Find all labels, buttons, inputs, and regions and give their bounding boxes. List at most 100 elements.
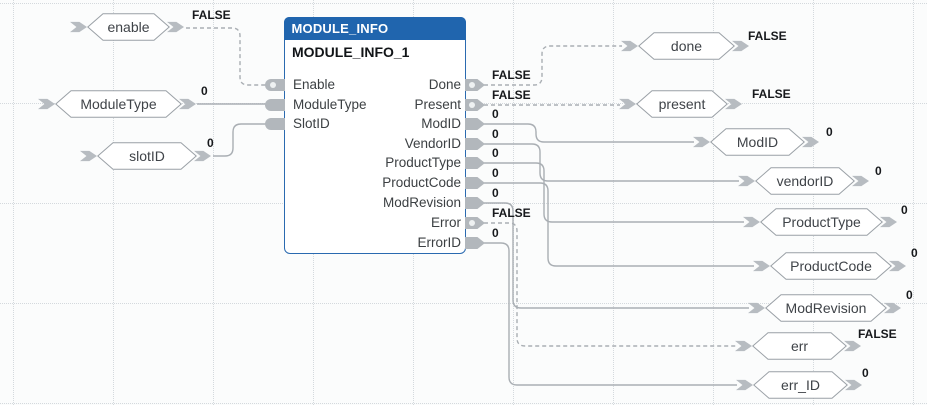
- block-output-label-Present: Present: [414, 97, 461, 112]
- block-output-label-ProductCode: ProductCode: [382, 175, 461, 190]
- tag-connector-icon: [845, 379, 862, 391]
- grid-line: [113, 0, 114, 405]
- tag-connector-icon: [852, 175, 869, 187]
- bool-pin-dot-icon: [469, 102, 475, 108]
- tag-value-modid: 0: [826, 125, 833, 139]
- bool-pin-dot-icon: [469, 82, 475, 88]
- variable-tag-done[interactable]: done: [621, 32, 755, 60]
- wire-Done-to-done[interactable]: [484, 45, 622, 86]
- variable-tag-err[interactable]: err: [735, 332, 867, 360]
- tag-hexagon: [638, 32, 735, 60]
- tag-connector-icon: [619, 98, 636, 110]
- input-pin-SlotID[interactable]: [265, 118, 285, 130]
- tag-connector-icon: [802, 136, 819, 148]
- tag-value-producttype: 0: [901, 203, 908, 217]
- block-output-label-Error: Error: [431, 215, 461, 230]
- tag-connector-icon: [70, 21, 87, 33]
- output-pin-ProductCode[interactable]: [465, 177, 485, 189]
- wire-ModID-to-ModID[interactable]: [484, 123, 694, 143]
- variable-tag-moduletype[interactable]: ModuleType: [38, 90, 202, 118]
- tag-label: ModRevision: [785, 300, 867, 316]
- output-pin-ErrorID[interactable]: [465, 237, 485, 249]
- output-pin-Present[interactable]: [465, 99, 485, 111]
- tag-connector-icon: [725, 98, 742, 110]
- tag-label: done: [670, 38, 703, 54]
- variable-tag-present[interactable]: present: [619, 90, 748, 118]
- wire-ErrorID-to-err_ID[interactable]: [484, 242, 737, 386]
- tag-hexagon: [755, 167, 855, 195]
- tag-hexagon: [760, 208, 883, 236]
- variable-tag-modrevision[interactable]: ModRevision: [748, 294, 907, 322]
- wire-enable-to-Enable[interactable]: [186, 27, 266, 86]
- tag-label: ProductType: [782, 214, 861, 230]
- output-pin-Error[interactable]: [465, 217, 485, 229]
- wire-VendorID-to-vendorID[interactable]: [484, 143, 739, 182]
- tag-label: slotID: [129, 148, 165, 164]
- grid-line: [0, 403, 927, 404]
- tag-label: err: [790, 338, 809, 354]
- input-pin-Enable[interactable]: [265, 79, 285, 91]
- tag-value-present: FALSE: [752, 87, 791, 101]
- tag-value-err_id: 0: [862, 366, 869, 380]
- grid-line: [0, 303, 927, 304]
- function-block-type-title[interactable]: MODULE_INFO: [283, 16, 466, 40]
- block-output-label-ModRevision: ModRevision: [382, 195, 461, 210]
- output-pin-value-ModID: 0: [492, 107, 499, 121]
- tag-label: err_ID: [781, 377, 820, 393]
- block-input-label-ModuleType: ModuleType: [293, 97, 367, 112]
- wire-ProductType-to-ProductType[interactable]: [484, 162, 744, 223]
- output-pin-Done[interactable]: [465, 79, 485, 91]
- variable-tag-producttype[interactable]: ProductType: [743, 208, 903, 236]
- wire-slotID-to-SlotID[interactable]: [213, 123, 266, 157]
- function-block-instance-name[interactable]: MODULE_INFO_1: [292, 44, 410, 60]
- input-pin-ModuleType[interactable]: [265, 99, 285, 111]
- tag-label: ProductCode: [790, 258, 872, 274]
- block-output-label-ErrorID: ErrorID: [417, 235, 462, 250]
- tag-connector-icon: [748, 302, 765, 314]
- tag-connector-icon: [753, 260, 770, 272]
- wire-ProductCode-to-ProductCode[interactable]: [484, 182, 754, 267]
- variable-tag-vendorid[interactable]: vendorID: [738, 167, 875, 195]
- variable-tag-productcode[interactable]: ProductCode: [753, 252, 912, 280]
- tag-connector-icon: [194, 150, 211, 162]
- output-pin-VendorID[interactable]: [465, 138, 485, 150]
- output-pin-ModRevision[interactable]: [465, 197, 485, 209]
- tag-value-slotid: 0: [207, 136, 214, 150]
- tag-value-enable: FALSE: [192, 8, 231, 22]
- tag-connector-icon: [621, 40, 638, 52]
- tag-connector-icon: [179, 98, 196, 110]
- output-pin-value-Present: FALSE: [492, 88, 531, 102]
- tag-hexagon: [753, 371, 848, 399]
- tag-value-moduletype: 0: [201, 84, 208, 98]
- tag-connector-icon: [844, 340, 861, 352]
- tag-hexagon: [55, 90, 182, 118]
- output-pin-ProductType[interactable]: [465, 157, 485, 169]
- wire-Error-to-err[interactable]: [484, 222, 736, 347]
- variable-tag-modid[interactable]: ModID: [693, 128, 825, 156]
- variable-tag-enable[interactable]: enable: [70, 13, 190, 41]
- tag-connector-icon: [80, 150, 97, 162]
- grid-line: [913, 0, 914, 405]
- wire-ModRevision-to-ModRevision[interactable]: [484, 202, 749, 309]
- grid-line: [713, 0, 714, 405]
- tag-connector-icon: [743, 216, 760, 228]
- block-input-label-SlotID: SlotID: [293, 116, 330, 131]
- tag-hexagon: [710, 128, 805, 156]
- grid-line: [0, 3, 927, 4]
- output-pin-value-Error: FALSE: [492, 206, 531, 220]
- variable-tag-slotid[interactable]: slotID: [80, 142, 217, 170]
- tag-label: present: [658, 96, 706, 112]
- tag-connector-icon: [884, 302, 901, 314]
- output-pin-ModID[interactable]: [465, 118, 485, 130]
- variable-tag-err_id[interactable]: err_ID: [736, 371, 868, 399]
- output-pin-value-Done: FALSE: [492, 68, 531, 82]
- block-output-label-ProductType: ProductType: [385, 155, 461, 170]
- block-output-label-ModID: ModID: [421, 116, 461, 131]
- tag-connector-icon: [736, 379, 753, 391]
- output-pin-value-ModRevision: 0: [492, 186, 499, 200]
- tag-hexagon: [87, 13, 170, 41]
- output-pin-value-VendorID: 0: [492, 127, 499, 141]
- tag-hexagon: [765, 294, 887, 322]
